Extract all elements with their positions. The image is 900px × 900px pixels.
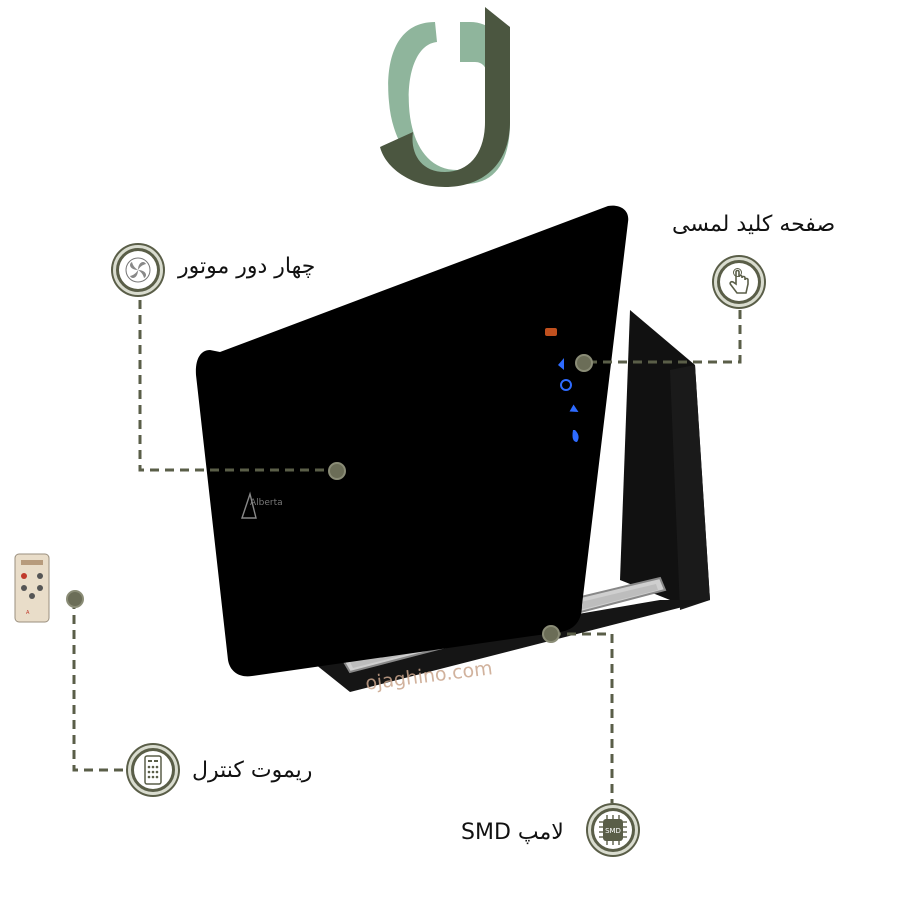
touch-hand-icon xyxy=(714,257,764,307)
smd-badge-text: SMD xyxy=(605,827,621,835)
remote-label: ریموت کنترل xyxy=(192,758,313,783)
smd-chip-icon: SMD xyxy=(588,805,638,855)
motor-label: چهار دور موتور xyxy=(178,254,316,279)
svg-text:Alberta: Alberta xyxy=(250,498,283,508)
remote-callout-dot xyxy=(66,590,84,608)
motor-callout-dot xyxy=(328,462,346,480)
brand-logo-icon xyxy=(380,7,510,187)
lamp-label: لامپ SMD xyxy=(461,820,564,845)
fan-icon xyxy=(113,245,163,295)
touch-callout-dot xyxy=(575,354,593,372)
touch-panel-label: صفحه کلید لمسی xyxy=(672,212,836,237)
lamp-callout-dot xyxy=(542,625,560,643)
remote-control-image: A xyxy=(14,553,50,623)
svg-text:A: A xyxy=(26,610,30,616)
hood-body: Alberta xyxy=(195,205,710,692)
remote-icon xyxy=(128,745,178,795)
